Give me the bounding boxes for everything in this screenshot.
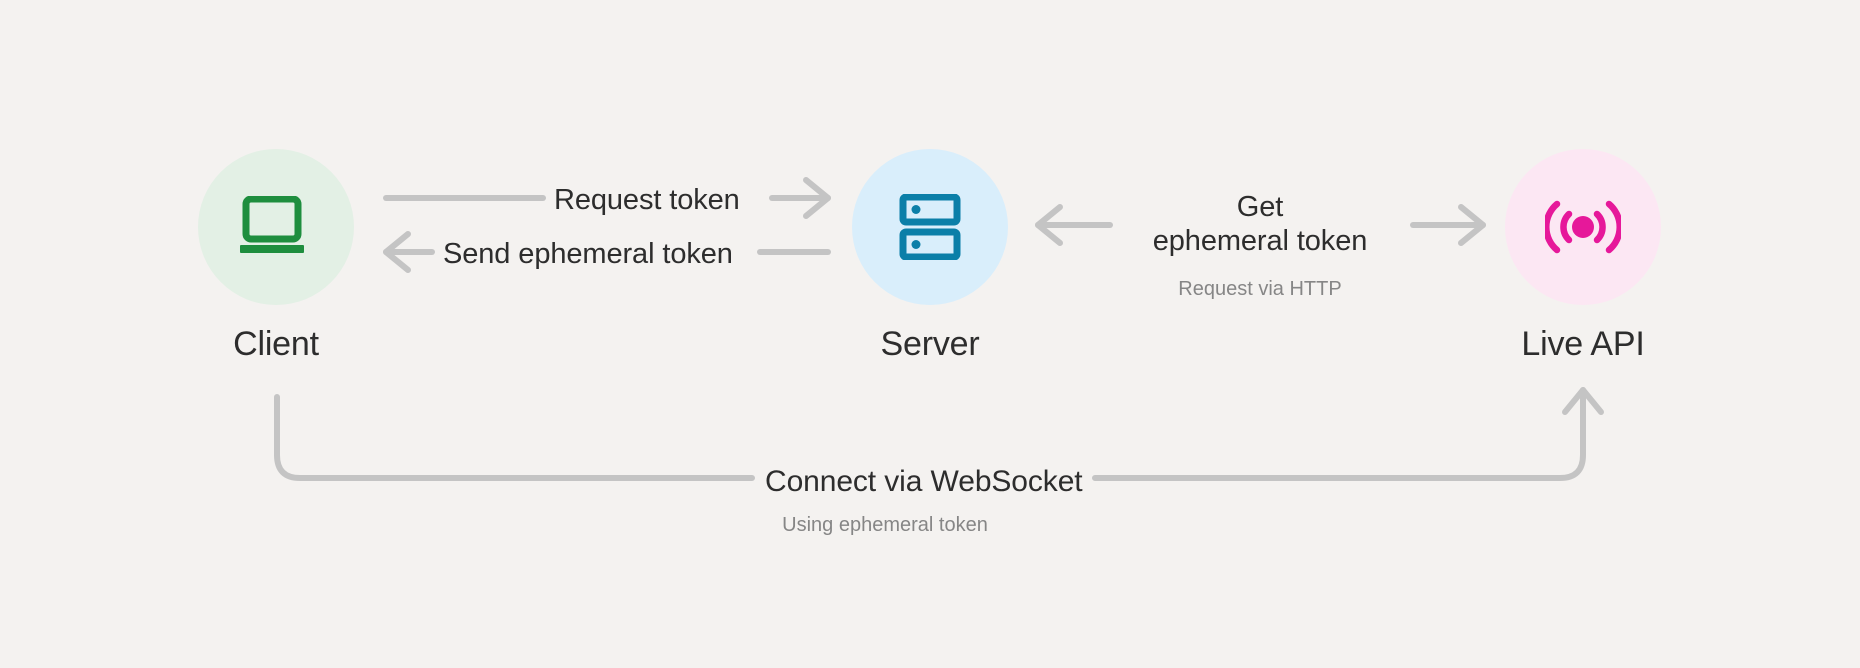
flow-label-request-token: Request token xyxy=(554,184,740,216)
arrowhead-left-icon xyxy=(383,231,411,273)
flow-label-get-ephemeral-token: Get ephemeral token xyxy=(1115,190,1405,258)
node-live-api[interactable]: Live API xyxy=(1473,149,1693,361)
flow-label-connect-websocket: Connect via WebSocket xyxy=(765,465,1083,498)
node-live-api-label: Live API xyxy=(1521,325,1645,363)
flow-sublabel-request-via-http: Request via HTTP xyxy=(1178,278,1342,300)
node-client-circle xyxy=(198,149,354,305)
node-server[interactable]: Server xyxy=(820,149,1040,361)
arrowhead-left-icon xyxy=(1035,204,1063,246)
node-server-label: Server xyxy=(880,325,980,363)
broadcast-signal-icon xyxy=(1545,200,1621,254)
flow-sublabel-using-ephemeral-token: Using ephemeral token xyxy=(782,514,988,536)
node-client[interactable]: Client xyxy=(166,149,386,361)
arrowhead-up-icon xyxy=(1562,387,1604,415)
connector-line xyxy=(274,394,755,481)
server-rack-icon xyxy=(899,194,961,260)
flow-label-get-ephemeral-token-line1: Get xyxy=(1236,191,1284,223)
flow-label-get-ephemeral-token-line2: ephemeral token xyxy=(1152,225,1368,258)
connector-line xyxy=(1092,387,1586,481)
laptop-icon xyxy=(240,196,304,253)
node-live-api-circle xyxy=(1505,149,1661,305)
connector-get-token-left xyxy=(1035,204,1113,246)
flow-label-send-ephemeral-token: Send ephemeral token xyxy=(443,238,733,270)
node-server-circle xyxy=(852,149,1008,305)
node-client-label: Client xyxy=(233,325,319,363)
